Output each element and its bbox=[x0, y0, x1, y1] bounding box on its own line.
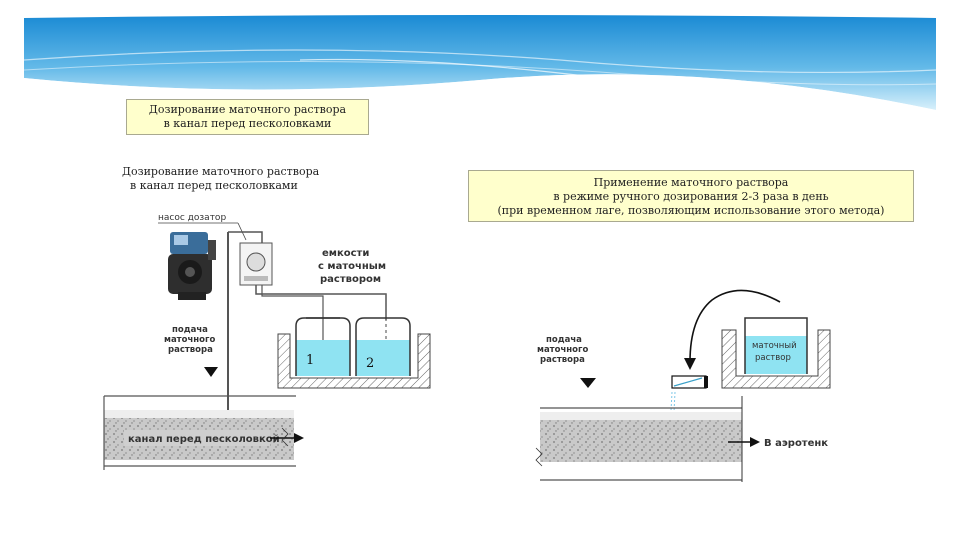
feed-label-right: подача маточного раствора bbox=[537, 335, 591, 365]
tanks-label-line-3: раствором bbox=[320, 274, 381, 285]
tanks-label-line-2: с маточным bbox=[318, 261, 386, 272]
tank-pit bbox=[277, 333, 431, 389]
feed-label-right-line-3: раствора bbox=[540, 355, 585, 365]
tank-label-right-line-2: раствор bbox=[755, 353, 791, 363]
mother-solution-tank: маточный раствор bbox=[744, 317, 808, 374]
left-title-line-1: Дозирование маточного раствора bbox=[122, 165, 320, 178]
feed-label-right-line-1: подача bbox=[546, 335, 582, 345]
tanks-label-line-1: емкости bbox=[322, 248, 369, 259]
right-title-line-2: в режиме ручного дозирования 2-3 раза в … bbox=[553, 190, 829, 203]
tank-label-right: маточный раствор bbox=[752, 341, 799, 363]
right-diagram: подача маточного раствора маточный раств… bbox=[535, 289, 831, 482]
feed-label-left: подача маточного раствора bbox=[164, 325, 218, 355]
header-wave-banner bbox=[23, 15, 937, 125]
feed-arrow-left bbox=[204, 367, 218, 377]
pump-schematic-icon bbox=[239, 242, 273, 286]
right-title-line-1: Применение маточного раствора bbox=[593, 176, 789, 189]
flow-arrow-left bbox=[294, 433, 304, 443]
right-title-line-3: (при временном лаге, позволяющим использ… bbox=[497, 204, 885, 217]
boxed-title-line-2: в канал перед песколовками bbox=[163, 117, 332, 130]
flow-arrow-right bbox=[750, 437, 760, 447]
feed-label-left-line-2: маточного bbox=[164, 335, 215, 345]
dosing-pump-icon bbox=[168, 232, 216, 300]
channel-label-left: канал перед песколовкой bbox=[128, 434, 280, 445]
tank-2-number: 2 bbox=[366, 356, 374, 371]
left-diagram: насос дозатор емкости с маточным bbox=[103, 213, 431, 470]
tank-pit-right bbox=[721, 329, 831, 389]
channel-left: канал перед песколовкой bbox=[103, 395, 304, 470]
tank-1: 1 bbox=[295, 317, 351, 376]
tanks-label: емкости с маточным раствором bbox=[318, 248, 389, 285]
tank-label-right-line-1: маточный bbox=[752, 341, 797, 351]
tank-1-number: 1 bbox=[306, 353, 314, 368]
feed-arrow-right bbox=[580, 378, 596, 388]
feed-label-left-line-3: раствора bbox=[168, 345, 213, 355]
feed-label-left-line-1: подача bbox=[172, 325, 208, 335]
pour-curve-arrow bbox=[689, 289, 781, 363]
channel-right: В аэротенк bbox=[535, 396, 828, 482]
boxed-title: Дозирование маточного раствора в канал п… bbox=[126, 99, 369, 135]
pouring-bucket-icon bbox=[669, 375, 708, 433]
pump-label: насос дозатор bbox=[158, 213, 226, 223]
pour-arrowhead bbox=[684, 358, 696, 370]
left-title-line-2: в канал перед песколовками bbox=[130, 179, 298, 192]
outlet-label: В аэротенк bbox=[764, 438, 828, 449]
feed-label-right-line-2: маточного bbox=[537, 345, 588, 355]
boxed-title-line-1: Дозирование маточного раствора bbox=[148, 103, 347, 116]
tank-2: 2 bbox=[355, 317, 411, 376]
left-diagram-title: Дозирование маточного раствора в канал п… bbox=[122, 165, 319, 193]
right-diagram-title: Применение маточного раствора в режиме р… bbox=[468, 170, 914, 222]
